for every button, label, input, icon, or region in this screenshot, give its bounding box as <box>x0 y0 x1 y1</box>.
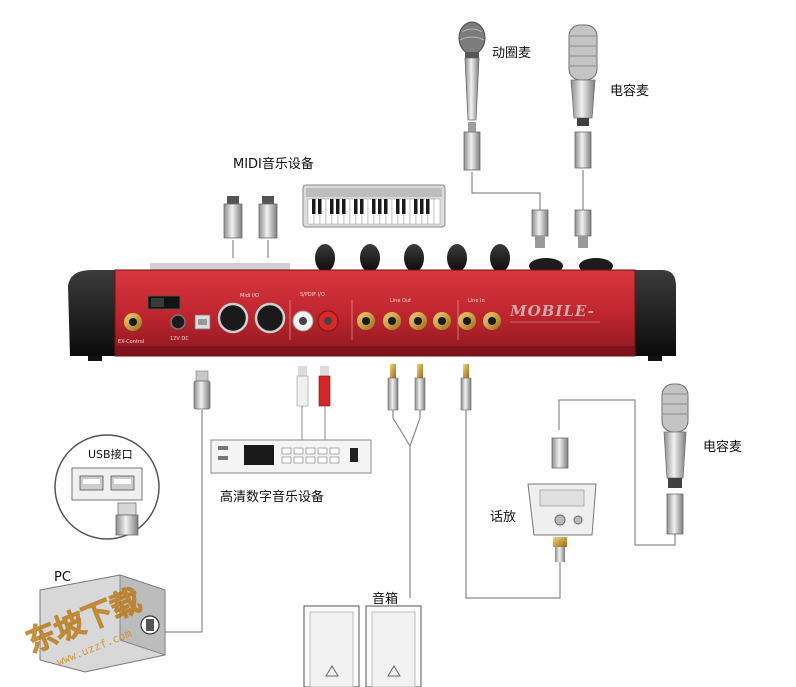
hd-device-button <box>305 456 316 464</box>
cables <box>163 170 676 633</box>
cable-usb <box>163 410 203 633</box>
jack-plug-icon <box>387 364 472 411</box>
cable-phantom-to-mic <box>558 399 676 546</box>
hd-device-button <box>329 456 340 464</box>
midi-io-label: Midi I/O <box>240 293 259 299</box>
audio-interface-device: MOBILE- EX-Control 12V DC Midi I/O S/PDI… <box>68 244 676 361</box>
black-key <box>342 199 346 214</box>
black-key <box>330 199 334 214</box>
dynamic-mic-icon <box>458 21 486 171</box>
black-key <box>414 199 418 214</box>
usb-closeup-icon <box>54 434 160 540</box>
hd-digital-music-device-icon <box>210 439 372 474</box>
condenser-mic-icon <box>568 24 598 169</box>
ex-control-label: EX-Control <box>118 339 144 345</box>
cable-line-in <box>465 410 561 599</box>
black-key <box>426 199 430 214</box>
midi-keyboard-icon <box>302 184 446 228</box>
phantom-power-label: 话放 <box>490 510 517 525</box>
cable-dynamic-mic <box>471 172 541 210</box>
black-key <box>384 199 388 214</box>
midi-device-label: MIDI音乐设备 <box>233 157 314 172</box>
spdif-io-label: S/PDIF I/O <box>300 292 325 298</box>
black-key <box>312 199 316 214</box>
xlr-plug-icon <box>531 209 592 248</box>
condenser-mic-label: 电容麦 <box>610 84 650 99</box>
condenser-mic-right-icon <box>661 383 689 535</box>
black-key <box>372 199 376 214</box>
black-key <box>318 199 322 214</box>
black-key <box>396 199 400 214</box>
usb-port-label: USB接口 <box>88 448 133 461</box>
power-label: 12V DC <box>170 336 189 342</box>
midi-plug-icon <box>223 196 278 239</box>
cable-line-out-right <box>409 410 421 447</box>
device-brand: MOBILE- <box>509 302 595 320</box>
cable-line-out-left <box>392 410 411 447</box>
pc-label: PC <box>54 570 71 585</box>
black-key <box>336 199 340 214</box>
black-key <box>402 199 406 214</box>
dynamic-mic-label: 动圈麦 <box>492 46 532 61</box>
line-out-label: Line Out <box>390 298 411 304</box>
line-in-label: Line In <box>468 298 485 304</box>
black-key <box>420 199 424 214</box>
hd-device-button <box>317 456 328 464</box>
hd-device-button <box>293 447 304 455</box>
pc-tower-icon <box>39 574 166 673</box>
speakers-label: 音箱 <box>372 592 399 607</box>
rca-plug-icon <box>296 366 331 440</box>
hd-device-button <box>317 447 328 455</box>
phantom-power-icon <box>527 437 597 562</box>
black-key <box>354 199 358 214</box>
hd-digital-music-device-label: 高清数字音乐设备 <box>220 490 325 505</box>
black-key <box>360 199 364 214</box>
white-key <box>433 198 441 225</box>
hd-device-button <box>305 447 316 455</box>
usb-plug-icon <box>193 370 211 410</box>
hd-device-button <box>329 447 340 455</box>
speakers-icon <box>303 605 422 687</box>
condenser-mic-right-label: 电容麦 <box>703 440 743 455</box>
black-key <box>378 199 382 214</box>
hd-device-button <box>281 456 292 464</box>
hd-device-button <box>293 456 304 464</box>
hd-device-button <box>281 447 292 455</box>
